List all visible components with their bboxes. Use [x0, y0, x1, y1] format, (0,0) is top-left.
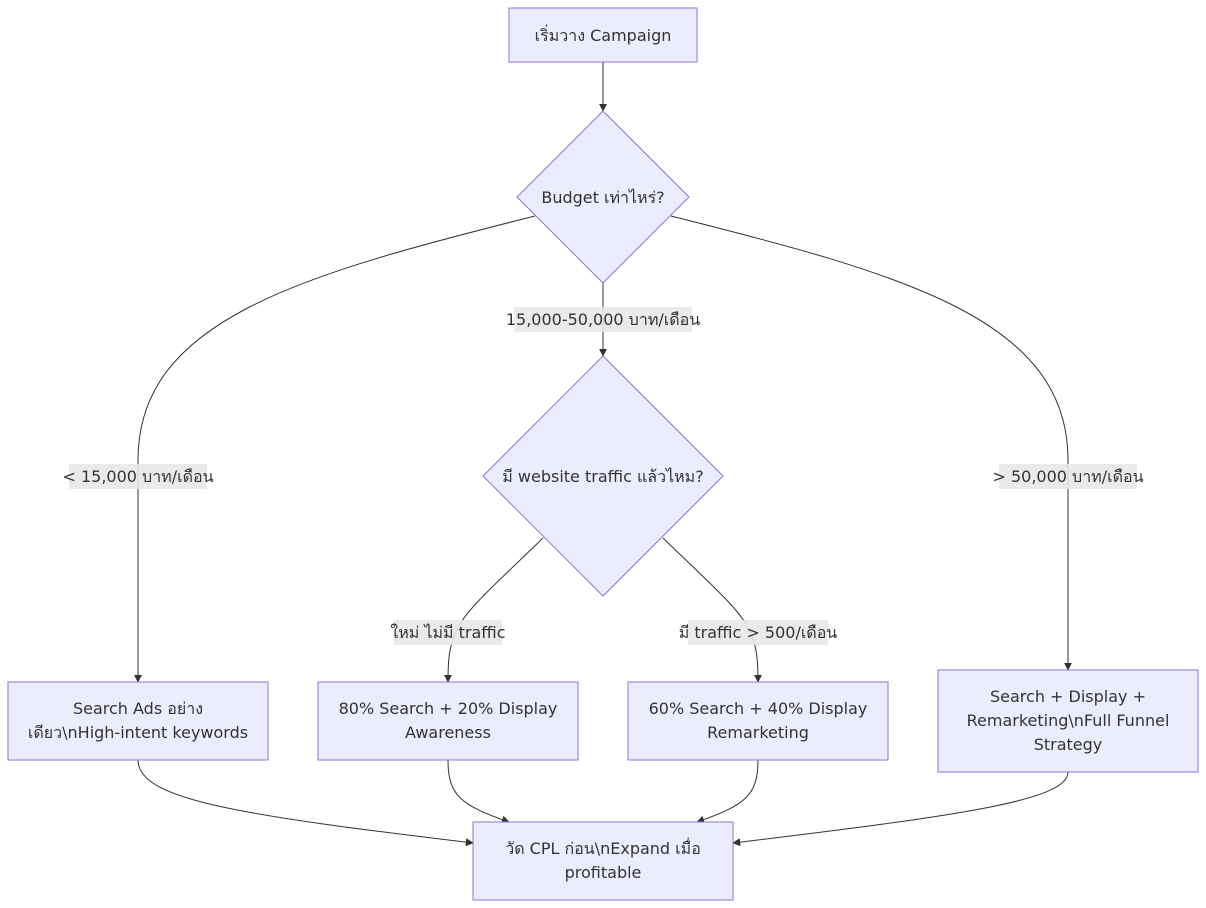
edge-search-only-to-measure [137, 759, 474, 847]
node-traffic-decision: มี website traffic แล้วไหม? [482, 355, 724, 597]
node-search60-line2: Remarketing [707, 723, 809, 742]
node-search-only: Search Ads อย่าง เดียว\nHigh-intent keyw… [7, 681, 269, 761]
edge-label-no-traffic: ใหม่ ไม่มี traffic [390, 620, 506, 645]
node-start: เริ่มวาง Campaign [508, 7, 698, 63]
node-search60-line1: 60% Search + 40% Display [649, 699, 868, 718]
node-search60: 60% Search + 40% Display Remarketing [627, 681, 889, 761]
edge-label-low-budget-text: < 15,000 บาท/เดือน [62, 467, 213, 486]
edge-label-has-traffic: มี traffic > 500/เดือน [679, 620, 838, 645]
node-start-text: เริ่มวาง Campaign [535, 24, 672, 45]
edge-traffic-to-search80 [444, 537, 544, 683]
node-traffic-text: มี website traffic แล้วไหม? [502, 467, 703, 486]
node-search-only-line1: Search Ads อย่าง [73, 699, 203, 718]
edge-label-mid-budget: 15,000-50,000 บาท/เดือน [506, 307, 700, 332]
edge-label-mid-budget-text: 15,000-50,000 บาท/เดือน [506, 310, 700, 329]
node-search-only-line2: เดียว\nHigh-intent keywords [28, 723, 248, 742]
edge-label-no-traffic-text: ใหม่ ไม่มี traffic [390, 623, 505, 642]
node-budget-decision: Budget เท่าไหร่? [516, 110, 690, 284]
edge-search80-to-measure [447, 759, 510, 824]
edge-label-high-budget: > 50,000 บาท/เดือน [992, 464, 1144, 489]
node-search80: 80% Search + 20% Display Awareness [317, 681, 579, 761]
node-full-funnel: Search + Display + Remarketing\nFull Fun… [937, 669, 1199, 773]
edge-label-high-budget-text: > 50,000 บาท/เดือน [992, 467, 1143, 486]
node-search80-line1: 80% Search + 20% Display [339, 699, 558, 718]
edge-search60-to-measure [696, 759, 759, 824]
edge-label-has-traffic-text: มี traffic > 500/เดือน [679, 623, 838, 642]
edge-budget-to-search-only [134, 215, 536, 683]
node-full-funnel-line3: Strategy [1034, 735, 1103, 754]
edge-budget-to-full-funnel [670, 215, 1072, 671]
node-search80-line2: Awareness [405, 723, 491, 742]
edge-label-low-budget: < 15,000 บาท/เดือน [62, 464, 214, 489]
node-measure: วัด CPL ก่อน\nExpand เมื่อ profitable [472, 821, 734, 901]
node-budget-text: Budget เท่าไหร่? [541, 188, 664, 207]
node-measure-line1: วัด CPL ก่อน\nExpand เมื่อ [505, 837, 701, 858]
edge-traffic-to-search60 [662, 537, 762, 683]
node-measure-line2: profitable [565, 863, 642, 882]
node-full-funnel-line2: Remarketing\nFull Funnel [967, 711, 1170, 730]
edge-full-funnel-to-measure [732, 771, 1069, 847]
node-full-funnel-line1: Search + Display + [990, 687, 1146, 706]
